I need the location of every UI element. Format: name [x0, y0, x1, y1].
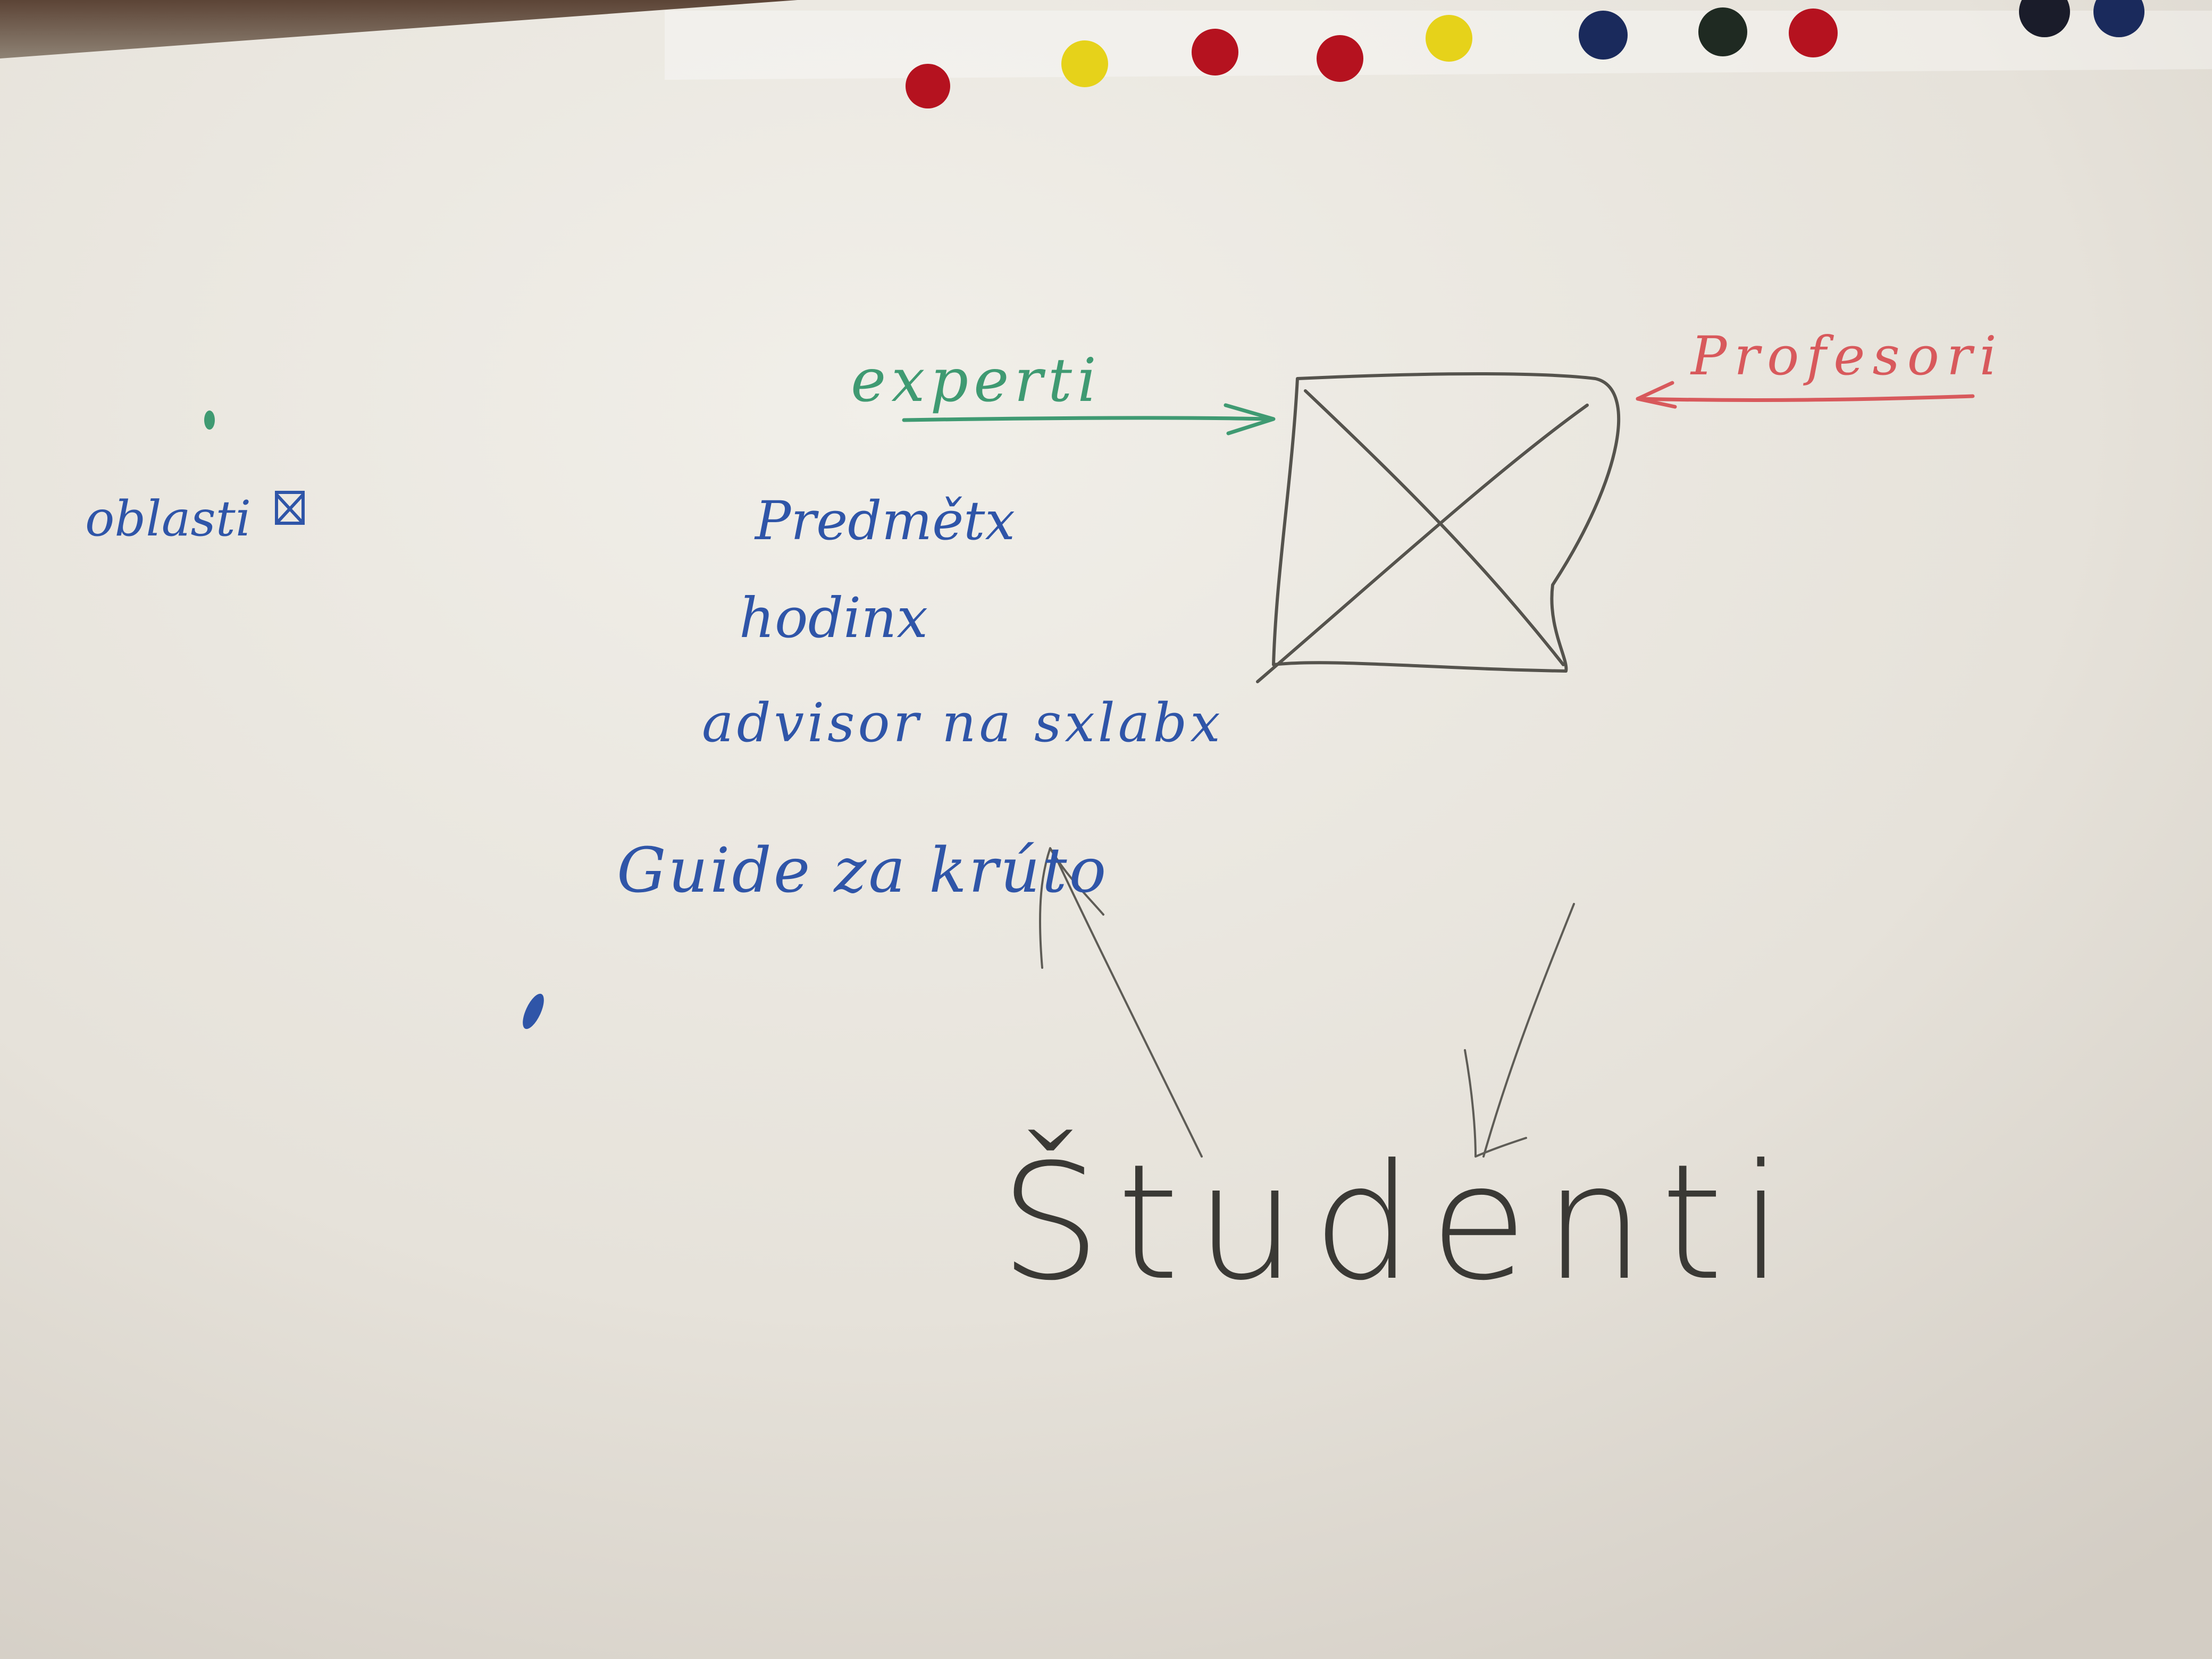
- studenti-arrows: [1039, 847, 1575, 1158]
- magnet-red: [906, 64, 950, 108]
- label-predmety: Predmětx: [755, 490, 1015, 552]
- checkbox-cross-2: [275, 493, 305, 525]
- magnet-red: [1192, 29, 1238, 76]
- magnet-navy: [2093, 0, 2144, 37]
- label-profesori: Profesori: [1691, 325, 2004, 387]
- blue-dot: [523, 993, 544, 1029]
- magnets: [906, 0, 2144, 108]
- studenti-arrow-left-shaft: [1052, 850, 1203, 1158]
- magnet-dark-green: [1698, 7, 1747, 56]
- green-marker-dots: [204, 410, 215, 430]
- blue-marker-dots: [523, 993, 544, 1029]
- checkbox-icon: [275, 491, 305, 525]
- experti-arrow-shaft: [902, 416, 1270, 422]
- box-with-cross: [1256, 372, 1620, 683]
- magnet-navy: [1579, 11, 1628, 60]
- label-advisor: advisor na sxlabx: [702, 692, 1224, 754]
- label-guide: Guide za krúto: [617, 835, 1109, 907]
- label-hodiny: hodinx: [739, 585, 928, 650]
- label-studenti: Študenti: [1000, 1130, 1800, 1316]
- magnet-yellow: [1426, 15, 1472, 62]
- box-diagonal-2: [1256, 404, 1589, 683]
- board-top-frame: [0, 0, 798, 58]
- profesori-arrow-head: [1636, 381, 1677, 409]
- magnet-red: [1317, 35, 1363, 82]
- box-outline: [1272, 372, 1620, 673]
- magnet-yellow: [1061, 40, 1108, 87]
- green-dot: [204, 410, 215, 430]
- checkbox-frame: [275, 491, 305, 525]
- experti-arrow: [902, 403, 1276, 435]
- magnet-red: [1789, 9, 1838, 57]
- studenti-arrow-right-head: [1464, 1049, 1527, 1158]
- label-experti: experti: [851, 346, 1102, 415]
- studenti-arrow-right-shaft: [1482, 903, 1575, 1158]
- profesori-arrow-shaft: [1636, 394, 1975, 402]
- profesori-arrow: [1636, 381, 1975, 409]
- studenti-arrow-left-head: [1039, 847, 1104, 969]
- box-diagonal-1: [1304, 389, 1565, 666]
- magnet-black: [2019, 0, 2070, 37]
- experti-arrow-head: [1224, 403, 1276, 435]
- label-oblasti: oblasti: [85, 490, 252, 547]
